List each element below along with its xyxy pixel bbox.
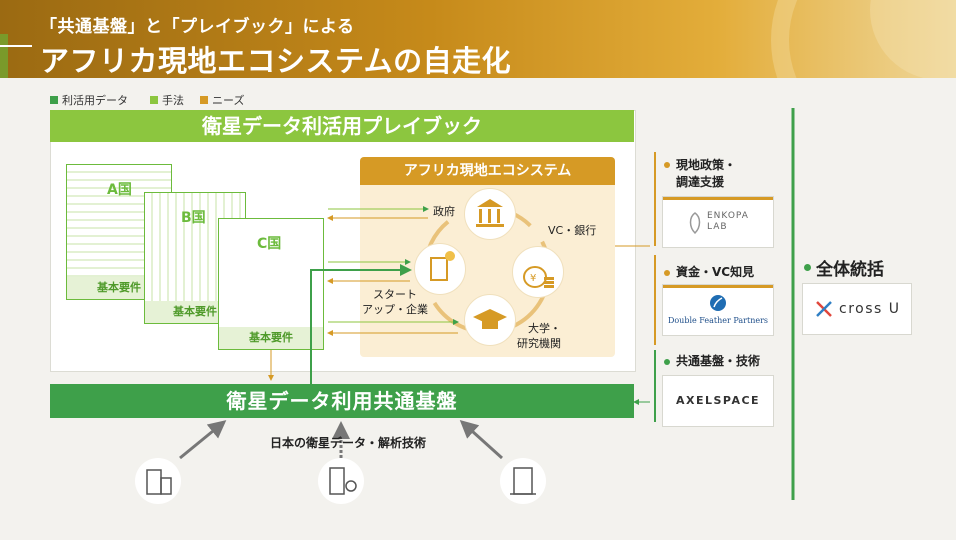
legend-item-data: 利活用データ: [50, 92, 128, 108]
card-accent: [663, 197, 773, 200]
header-banner: [0, 0, 956, 78]
dfp-logo-text: Double Feather Partners: [667, 316, 769, 325]
header-decoration: [771, 0, 956, 78]
country-name: B国: [181, 210, 206, 226]
dfp-logo-card: Double Feather Partners: [662, 284, 774, 336]
government-label: 政府: [433, 205, 455, 218]
country-requirement: 基本要件: [219, 327, 323, 349]
enkopa-logo-line1: ENKOPA: [707, 211, 749, 221]
feather-logo-icon: [710, 295, 726, 311]
bullet-dot: [664, 270, 670, 276]
enkopa-logo-icon: [689, 212, 701, 235]
axelspace-logo-text: AXELSPACE: [675, 394, 761, 407]
common-platform-bar: 衛星データ利用共通基盤: [50, 384, 634, 418]
page-title: アフリカ現地エコシステムの自走化: [40, 44, 512, 78]
policy-label-2: 調達支援: [676, 175, 725, 189]
legend-swatch: [150, 96, 158, 104]
money-bag-icon: ¥: [523, 266, 554, 288]
startup-label-2: アップ・企業: [362, 303, 428, 316]
startup-node: [414, 243, 466, 295]
ecosystem-title: アフリカ現地エコシステム: [360, 157, 615, 185]
legend-label: 利活用データ: [62, 94, 128, 107]
tech-label: 日本の衛星データ・解析技術: [270, 436, 427, 450]
university-node: [464, 294, 516, 346]
country-name: C国: [257, 236, 282, 252]
legend-label: ニーズ: [212, 94, 245, 107]
building-icon: [135, 458, 181, 504]
header-accent-bar: [0, 34, 8, 78]
bullet-dot: [664, 359, 670, 365]
bank-icon: [476, 199, 504, 227]
crossu-logo-card: cross U: [802, 283, 912, 335]
tech-platform-label: 共通基盤・技術: [676, 354, 761, 368]
building-tree-icon: [318, 458, 364, 504]
enkopa-logo-line2: LAB: [707, 222, 728, 232]
country-name: A国: [107, 182, 132, 198]
government-node: [464, 188, 516, 240]
axelspace-logo-card: AXELSPACE: [662, 375, 774, 427]
university-label-1: 大学・: [528, 322, 561, 335]
cross-logo-icon: [816, 301, 832, 317]
bullet-dot: [804, 264, 811, 271]
startup-label-1: スタート: [373, 288, 417, 301]
legend-item-method: 手法: [150, 92, 184, 108]
policy-label-1: 現地政策・: [676, 158, 737, 172]
legend-swatch: [200, 96, 208, 104]
funding-label: 資金・VC知見: [676, 265, 755, 279]
vc-bank-label: VC・銀行: [548, 224, 597, 237]
bullet-dot: [664, 162, 670, 168]
country-card-c: C国 基本要件: [218, 218, 324, 350]
header-rule: [0, 45, 32, 47]
legend-label: 手法: [162, 94, 184, 107]
playbook-title: 衛星データ利活用プレイブック: [50, 110, 634, 142]
graduation-cap-icon: [473, 309, 507, 329]
university-label-2: 研究機関: [517, 337, 561, 350]
crossu-logo-text: cross U: [839, 301, 901, 317]
card-accent: [663, 285, 773, 288]
vc-node: ¥: [512, 246, 564, 298]
legend-item-needs: ニーズ: [200, 92, 244, 108]
overall-label: 全体統括: [816, 260, 884, 280]
legend-swatch: [50, 96, 58, 104]
header-subtitle: 「共通基盤」と「プレイブック」による: [40, 17, 355, 37]
svg-text:¥: ¥: [530, 273, 536, 284]
office-building-icon: [500, 458, 546, 504]
building-idea-icon: [430, 251, 455, 281]
